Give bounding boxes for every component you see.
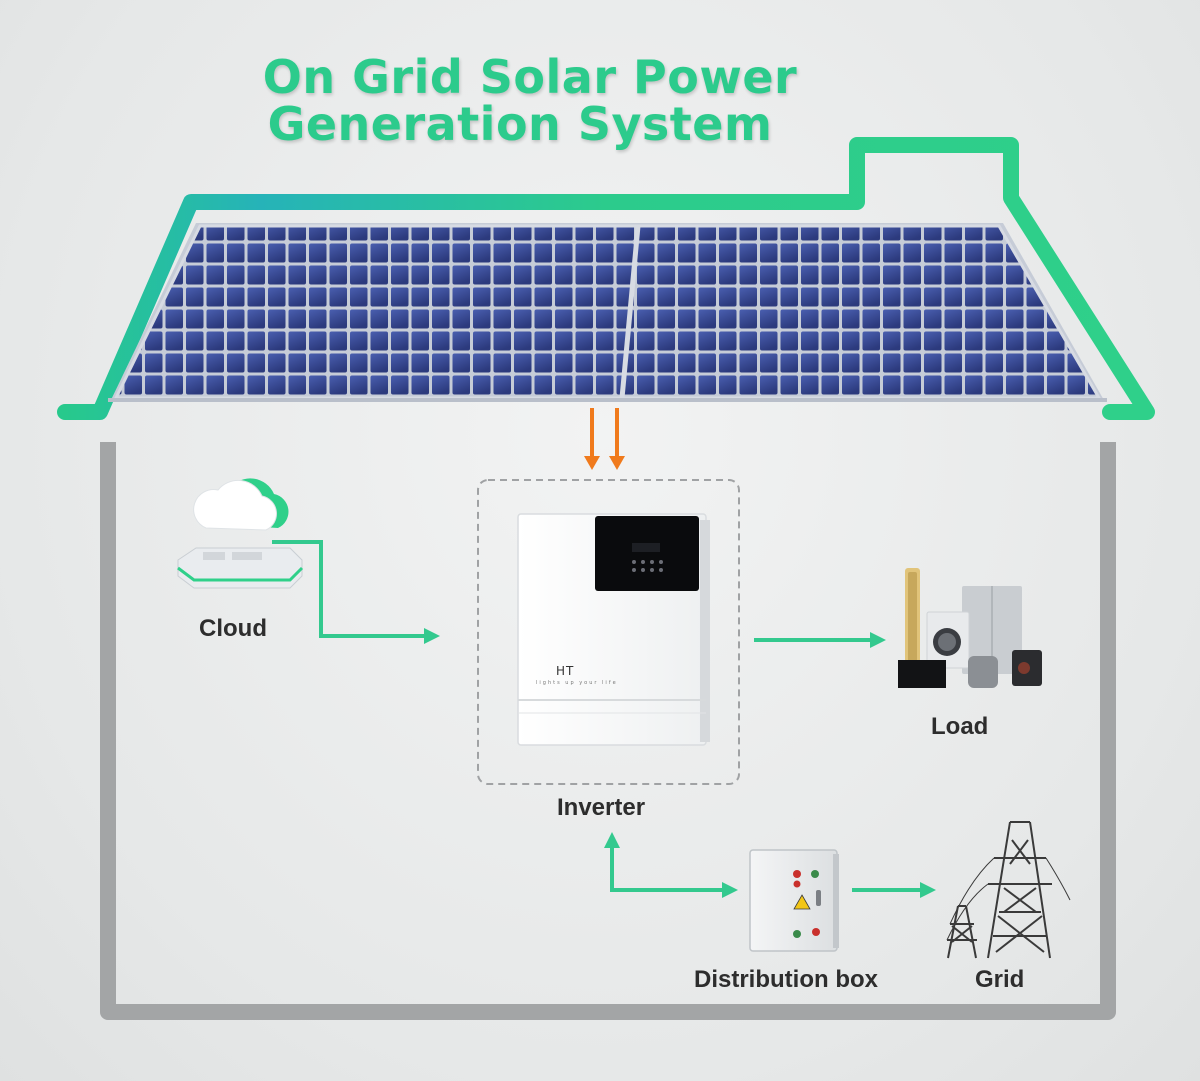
inverter-brand-logo: HT bbox=[556, 664, 575, 678]
inverter-label: Inverter bbox=[557, 794, 646, 821]
house-wall-outline bbox=[100, 442, 1116, 1020]
distribution-box-device bbox=[749, 849, 839, 952]
grid-towers bbox=[946, 821, 1071, 959]
diagram-title-line1: On Grid Solar Power bbox=[262, 50, 798, 104]
solar-input-arrows bbox=[584, 408, 625, 470]
cloud-to-inverter-arrow bbox=[272, 540, 440, 644]
grid-label: Grid bbox=[975, 966, 1025, 993]
roof-outline bbox=[57, 137, 1155, 420]
panel-cells bbox=[116, 226, 1099, 398]
inverter-distribution-arrow bbox=[604, 832, 738, 898]
cloud-label: Cloud bbox=[199, 615, 267, 642]
cloud-device bbox=[177, 478, 304, 589]
solar-panel-array bbox=[108, 223, 1107, 402]
inverter-device bbox=[517, 513, 710, 746]
load-appliances bbox=[898, 568, 1042, 688]
inverter-tagline: lights up your life bbox=[536, 680, 618, 686]
inverter-dashed-frame bbox=[477, 479, 740, 785]
distribution-box-label: Distribution box bbox=[694, 966, 878, 993]
load-label: Load bbox=[931, 713, 989, 740]
distribution-to-grid-arrow bbox=[852, 882, 936, 898]
diagram-title-line2: Generation System bbox=[267, 97, 773, 151]
inverter-to-load-arrow bbox=[754, 632, 886, 648]
